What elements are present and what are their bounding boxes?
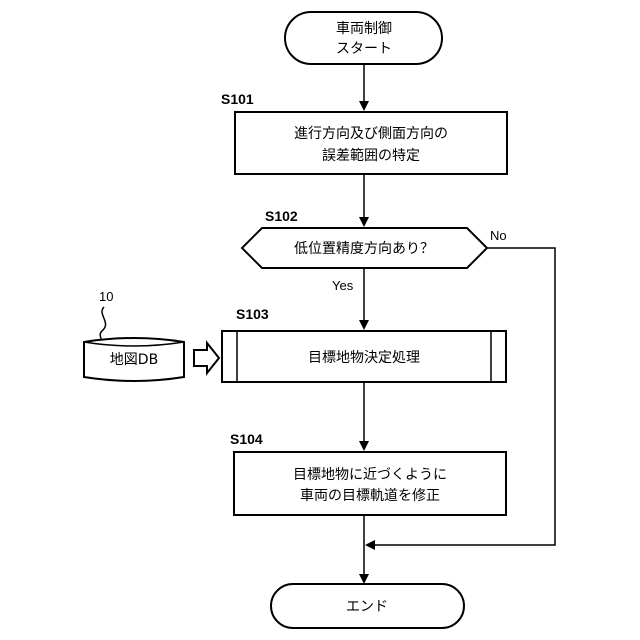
s102-text: 低位置精度方向あり？ <box>294 241 434 257</box>
predefined-process-s103: 目標地物決定処理 <box>222 331 506 382</box>
s103-text: 目標地物決定処理 <box>308 350 420 366</box>
end-text: エンド <box>346 599 388 615</box>
process-box-s101: 進行方向及び側面方向の 誤差範囲の特定 <box>235 112 507 174</box>
start-terminal: 車両制御 スタート <box>285 12 442 64</box>
step-label-s104: S104 <box>230 431 263 447</box>
s101-text-line2: 誤差範囲の特定 <box>322 147 420 164</box>
arrow-s101-to-s102 <box>359 174 369 227</box>
process-box-s104: 目標地物に近づくように 車両の目標軌道を修正 <box>234 452 506 515</box>
step-label-s103: S103 <box>236 306 269 322</box>
start-text-line2: スタート <box>336 41 392 57</box>
arrow-s102-to-s103 <box>359 268 369 330</box>
map-db-to-s103-arrow <box>194 343 219 373</box>
arrow-start-to-s101 <box>359 64 369 111</box>
no-label: No <box>490 228 507 243</box>
start-text-line1: 車両制御 <box>336 20 392 37</box>
map-db-ref-number: 10 <box>99 289 113 304</box>
end-terminal: エンド <box>271 584 464 628</box>
decision-s102: 低位置精度方向あり？ <box>242 228 487 268</box>
s104-text-line2: 車両の目標軌道を修正 <box>300 487 440 504</box>
yes-label: Yes <box>332 278 354 293</box>
map-db-text: 地図DB <box>110 352 158 368</box>
arrow-s104-to-end <box>359 515 369 584</box>
step-label-s101: S101 <box>221 91 254 107</box>
s101-text-line1: 進行方向及び側面方向の <box>294 126 448 142</box>
map-db-cylinder: 地図DB <box>84 338 184 381</box>
step-label-s102: S102 <box>265 208 298 224</box>
arrow-s103-to-s104 <box>359 382 369 451</box>
map-db-leader-line <box>100 307 105 341</box>
s104-text-line1: 目標地物に近づくように <box>293 467 447 483</box>
